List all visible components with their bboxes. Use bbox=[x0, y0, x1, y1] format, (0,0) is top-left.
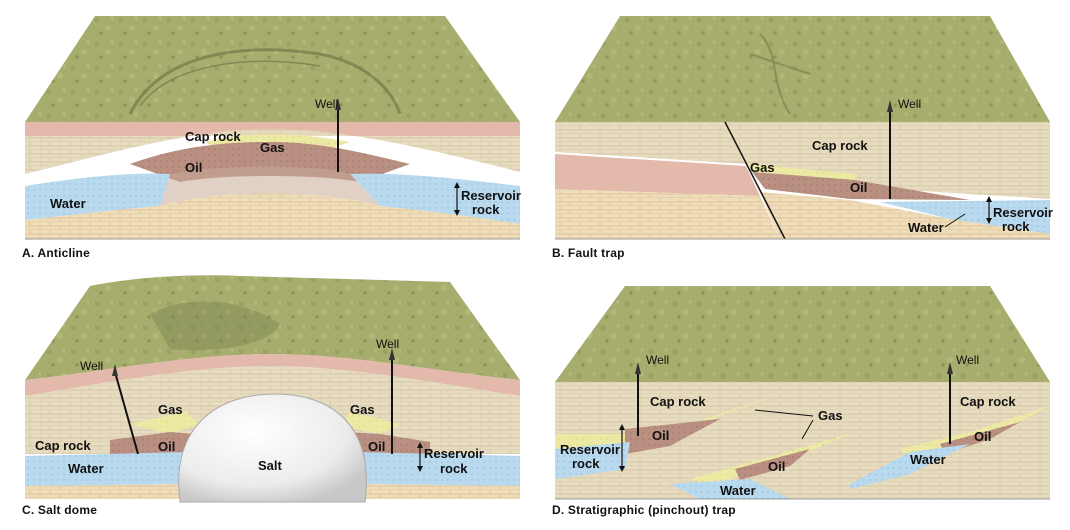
reservoir-bed bbox=[160, 166, 380, 206]
pink-layer bbox=[25, 122, 520, 136]
terrain-ridge bbox=[749, 33, 811, 115]
water-label: Water bbox=[68, 461, 104, 476]
water-label: Water bbox=[50, 196, 86, 211]
well-derrick-icon-right bbox=[389, 348, 395, 360]
gas-zone-left bbox=[130, 412, 200, 434]
stratigraphic-trap-diagram: Well Well Cap rock Cap rock Gas Oil Oil … bbox=[555, 286, 1050, 500]
oil-label: Oil bbox=[850, 180, 867, 195]
caption-b: B. Fault trap bbox=[552, 246, 625, 260]
well-label-right: Well bbox=[956, 353, 979, 367]
lower-beds-left bbox=[25, 484, 185, 499]
terrain-surface bbox=[25, 275, 520, 380]
left-block-cap bbox=[555, 122, 745, 164]
oil-zone-left bbox=[110, 432, 195, 454]
gas-label: Gas bbox=[750, 160, 775, 175]
cap-rock-layer bbox=[25, 129, 520, 174]
well-label-left: Well bbox=[646, 353, 669, 367]
oil-zone bbox=[752, 172, 970, 200]
well-derrick-icon-right bbox=[947, 362, 953, 374]
water-zone-right bbox=[355, 452, 520, 486]
water-zone-right bbox=[350, 173, 520, 224]
reservoir-label: Reservoir bbox=[461, 188, 521, 203]
water-zone-3 bbox=[850, 444, 970, 489]
reservoir-label: Reservoir bbox=[993, 205, 1053, 220]
caption-a: A. Anticline bbox=[22, 246, 90, 260]
cap-rock-label-left: Cap rock bbox=[650, 394, 706, 409]
gas-zone bbox=[748, 164, 855, 180]
fault-trap-diagram: Well Cap rock Gas Oil Water Reservoir ro… bbox=[555, 16, 1053, 240]
oil-label-right: Oil bbox=[368, 439, 385, 454]
panel-fault-trap: Well Cap rock Gas Oil Water Reservoir ro… bbox=[550, 14, 1055, 264]
gas-label-left: Gas bbox=[158, 402, 183, 417]
well-derrick-icon-left bbox=[635, 362, 641, 374]
cap-rock-label-right: Cap rock bbox=[960, 394, 1016, 409]
gas-label-right: Gas bbox=[350, 402, 375, 417]
left-block-pink bbox=[555, 154, 760, 196]
terrain-surface bbox=[25, 16, 520, 122]
pink-layer bbox=[25, 354, 520, 396]
well-derrick-icon bbox=[335, 98, 341, 110]
panel-stratigraphic-trap: Well Well Cap rock Cap rock Gas Oil Oil … bbox=[550, 274, 1055, 504]
lower-beds-right bbox=[360, 484, 520, 499]
gas-label: Gas bbox=[260, 140, 285, 155]
anticline-diagram: Well Cap rock Gas Oil Water Reservoir ro… bbox=[25, 16, 521, 240]
salt-dome-diagram: Well Well Gas Gas Cap rock Oil Oil Water… bbox=[25, 275, 520, 503]
reservoir-label-2: rock bbox=[572, 456, 600, 471]
cap-rock-label: Cap rock bbox=[35, 438, 91, 453]
terrain-rough bbox=[150, 301, 280, 351]
well-label: Well bbox=[898, 97, 921, 111]
well-line-left bbox=[114, 371, 139, 455]
oil-zone-right bbox=[345, 432, 430, 454]
salt-dome bbox=[178, 393, 367, 503]
oil-label-left: Oil bbox=[158, 439, 175, 454]
caption-d: D. Stratigraphic (pinchout) trap bbox=[552, 503, 736, 517]
reservoir-label: Reservoir bbox=[560, 442, 620, 457]
reservoir-label-2: rock bbox=[440, 461, 468, 476]
water-zone bbox=[880, 200, 1050, 234]
oil-zone-2 bbox=[735, 449, 810, 480]
left-block-beds bbox=[555, 189, 780, 239]
well-derrick-icon-left bbox=[112, 364, 118, 376]
oil-label-1: Oil bbox=[652, 428, 669, 443]
well-label: Well bbox=[315, 97, 338, 111]
water-zone-left bbox=[25, 452, 190, 486]
panel-salt-dome: Well Well Gas Gas Cap rock Oil Oil Water… bbox=[20, 274, 525, 504]
water-label-1: Water bbox=[720, 483, 756, 498]
fault-line bbox=[724, 121, 786, 240]
reservoir-label-2: rock bbox=[472, 202, 500, 217]
oil-label-3: Oil bbox=[974, 429, 991, 444]
well-derrick-icon bbox=[887, 100, 893, 112]
water-zone-left bbox=[25, 173, 170, 220]
right-block-beds bbox=[760, 192, 1050, 239]
oil-label-2: Oil bbox=[768, 459, 785, 474]
reservoir-label-2: rock bbox=[1002, 219, 1030, 234]
well-label-right: Well bbox=[376, 337, 399, 351]
water-zone-1 bbox=[555, 442, 630, 479]
gas-zone-right bbox=[342, 412, 400, 434]
water-label: Water bbox=[908, 220, 944, 235]
terrain-surface bbox=[555, 286, 1050, 382]
panel-anticline: Well Cap rock Gas Oil Water Reservoir ro… bbox=[20, 14, 525, 264]
terrain-surface bbox=[555, 16, 1050, 122]
water-zone-2 bbox=[670, 479, 790, 499]
reservoir-label: Reservoir bbox=[424, 446, 484, 461]
salt-label: Salt bbox=[258, 458, 283, 473]
basement-beds bbox=[25, 193, 520, 239]
caption-c: C. Salt dome bbox=[22, 503, 98, 517]
well-label-left: Well bbox=[80, 359, 103, 373]
gas-label: Gas bbox=[818, 408, 843, 423]
terrain-ridge bbox=[128, 48, 402, 115]
cap-rock-label: Cap rock bbox=[812, 138, 868, 153]
oil-zone-1 bbox=[625, 419, 720, 454]
oil-label: Oil bbox=[185, 160, 202, 175]
cap-rock-label: Cap rock bbox=[185, 129, 241, 144]
water-label-2: Water bbox=[910, 452, 946, 467]
